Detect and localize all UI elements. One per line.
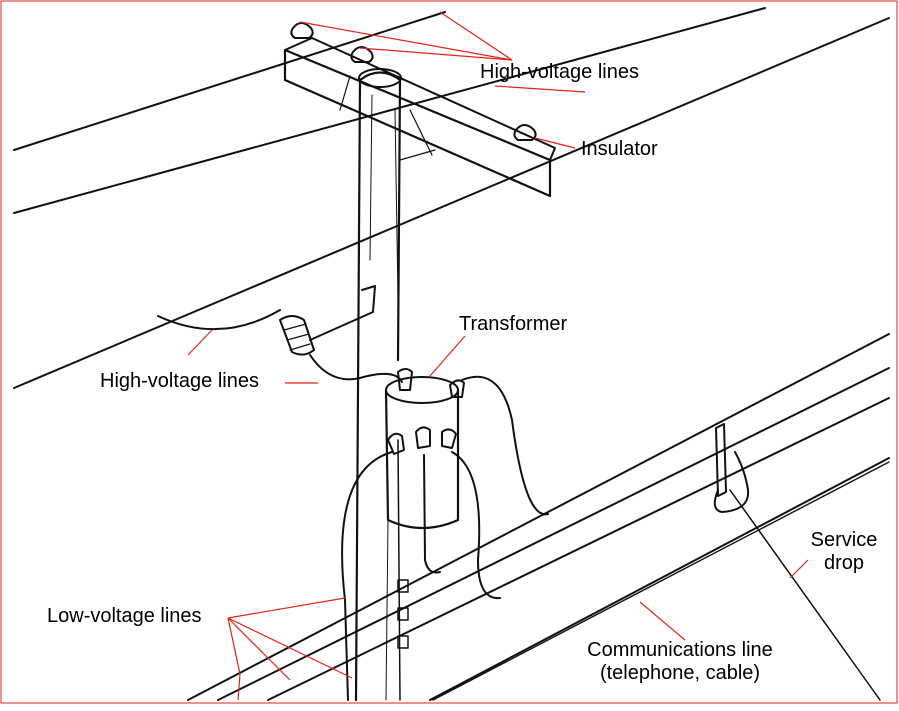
label-high-voltage-left: High-voltage lines (100, 370, 259, 392)
transformer (384, 368, 465, 530)
label-insulator: Insulator (581, 138, 658, 160)
service-drop (713, 423, 881, 701)
pole (354, 68, 402, 702)
leader-lines (187, 11, 809, 701)
cutout-bracket (279, 285, 376, 356)
low-voltage-wires (187, 333, 890, 701)
label-low-voltage: Low-voltage lines (47, 605, 202, 627)
high-voltage-left-wire (157, 309, 403, 383)
high-voltage-top-wires (13, 7, 890, 389)
crossarm (283, 37, 556, 198)
insulators-top (290, 22, 537, 141)
pole-clips (397, 579, 409, 649)
label-service-drop: Service drop (810, 529, 878, 574)
transformer-leads (341, 375, 549, 701)
label-communications: Communications line (telephone, cable) (587, 639, 773, 684)
label-transformer: Transformer (459, 313, 568, 335)
label-high-voltage-top: High-voltage lines (480, 61, 639, 83)
